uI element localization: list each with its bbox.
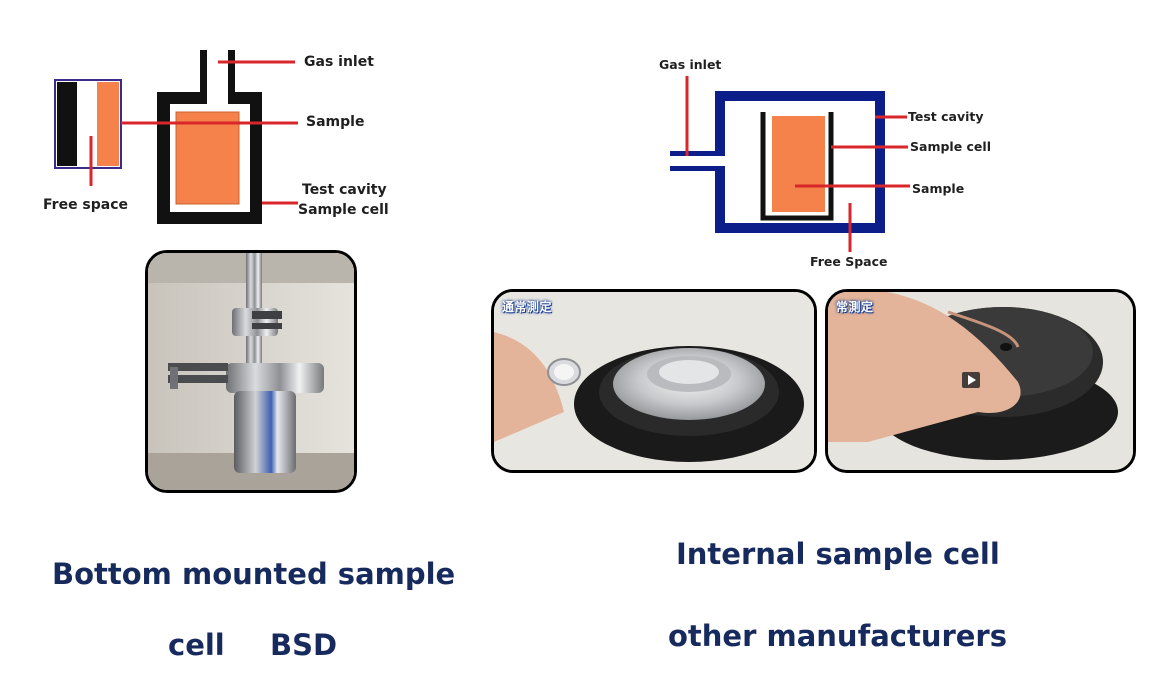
label-sample: Sample — [306, 114, 365, 130]
caption-right-line2: other manufacturers — [668, 619, 1007, 653]
label-sample-cell-right: Sample cell — [910, 139, 991, 154]
sample-block — [175, 111, 240, 205]
sample-cell-u — [760, 112, 834, 221]
bottom-mounted-cell-photo — [145, 250, 357, 493]
leader-lines — [685, 76, 910, 252]
sample-block — [772, 116, 825, 212]
leader-lines — [89, 60, 298, 205]
label-test-cavity: Test cavity — [302, 182, 387, 198]
hand-closing-lid-photo: 常測定 — [825, 289, 1136, 473]
caption-left-line2-cell: cell — [168, 628, 225, 662]
label-gas-inlet-right: Gas inlet — [659, 57, 722, 72]
caption-right-line1: Internal sample cell — [676, 537, 1000, 571]
mode-tag-2: 常測定 — [836, 300, 874, 314]
label-sample-cell: Sample cell — [298, 202, 389, 218]
label-free-space-right: Free Space — [810, 254, 888, 269]
right-schematic — [670, 76, 910, 252]
mode-tag-1: 通常測定 — [502, 300, 553, 314]
play-icon[interactable] — [962, 372, 980, 388]
left-schematic — [54, 50, 298, 224]
label-gas-inlet: Gas inlet — [304, 54, 374, 70]
label-test-cavity-right: Test cavity — [908, 109, 984, 124]
caption-left-line2-bsd: BSD — [270, 628, 338, 662]
caption-left-line1: Bottom mounted sample — [52, 557, 456, 591]
label-sample-right: Sample — [912, 181, 965, 196]
free-space-box — [54, 79, 122, 169]
hand-placing-cup-photo: 通常測定 — [491, 289, 817, 473]
label-free-space: Free space — [43, 197, 129, 213]
gas-inlet-tube — [670, 151, 727, 171]
